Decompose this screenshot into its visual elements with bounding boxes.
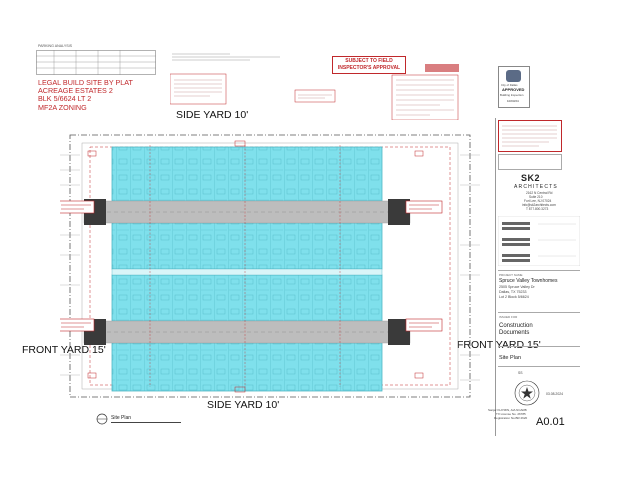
stamp-status: APPROVED [502,87,525,92]
legal-line-2: ACREAGE ESTATES 2 [38,86,113,96]
architect-address-2: Suite 210 [529,195,543,199]
parking-table-title: PARKING ANALYSIS [38,44,73,48]
side-yard-top-label: SIDE YARD 10' [176,109,249,121]
front-yard-left-label: FRONT YARD 15' [22,344,106,356]
legal-line-1: LEGAL BUILD SITE BY PLAT [38,78,133,87]
architect-address-3: Fort Lee, NJ 07024 [524,199,552,203]
project-address-1: 2505 Spruce Valley Dr [499,285,535,289]
legal-line-3: BLK 5/6624 LT 2 [38,94,92,104]
architect-phone: T 877.800.3273 [526,207,549,211]
review-notes [170,53,459,120]
seal-registration: Registration No.BR 2620 [494,416,528,420]
stamp-date: 10/03/24 [507,99,519,103]
entry-right-2 [388,319,410,345]
architect-seal-icon [514,380,540,406]
drawing-title-label: Site Plan [111,415,132,421]
sheet-date: 03.08.2024 [546,392,563,396]
project-name: Spruce Valley Townhomes [499,278,558,284]
sheet-title: Site Plan [499,355,522,361]
architect-logo: SK2 [521,173,541,183]
front-yard-right-label: FRONT YARD 15' [457,339,541,351]
side-yard-bottom-label: SIDE YARD 10' [207,399,280,411]
issue-title-2: Documents [499,330,530,336]
parking-table [36,50,156,75]
project-address-2: Dallas, TX 75233 [499,290,527,294]
stamp-dept: Building Inspection [500,93,524,97]
issue-label: ISSUED FOR [499,315,518,319]
project-address-3: Lot 2 Block 5/6624 [499,295,529,299]
title-block: SK2 ARCHITECTS 2162 N Central Rd Suite 2… [488,118,586,436]
field-inspector-text: SUBJECT TO FIELD INSPECTOR'S APPROVAL [337,58,401,71]
key-plan [498,216,580,266]
building-block-4 [111,342,383,392]
seal-license: TX License No. 26785 [496,412,526,416]
seal-name: Sanjar KHYMIN, AIA NCARB [488,408,527,412]
city-seal-icon [506,70,521,82]
sheet-number: A0.01 [536,416,565,428]
architect-firm: ARCHITECTS [514,184,558,190]
architect-email: info@sk2architects.com [522,203,556,207]
issue-title-1: Construction [499,323,533,329]
legal-line-4: MF2A ZONING [38,102,87,112]
approval-stamp: City of Dallas APPROVED Building Inspect… [498,66,530,108]
drawn-by: SS [518,371,523,375]
entry-right-1 [388,199,410,225]
building-block-2 [111,222,383,270]
project-label: PROJECT NAME [499,273,523,277]
building-block-1 [111,146,383,202]
stamp-city: City of Dallas [501,83,518,87]
drawing-title-marker [96,413,108,425]
title-block-red-note [498,120,562,152]
legal-description: LEGAL BUILD SITE BY PLAT ACREAGE ESTATES… [38,79,133,111]
site-plan-drawing [60,134,480,398]
field-inspector-notice: SUBJECT TO FIELD INSPECTOR'S APPROVAL [332,56,406,74]
architect-address-1: 2162 N Central Rd [526,191,553,195]
building-block-3 [111,274,383,322]
